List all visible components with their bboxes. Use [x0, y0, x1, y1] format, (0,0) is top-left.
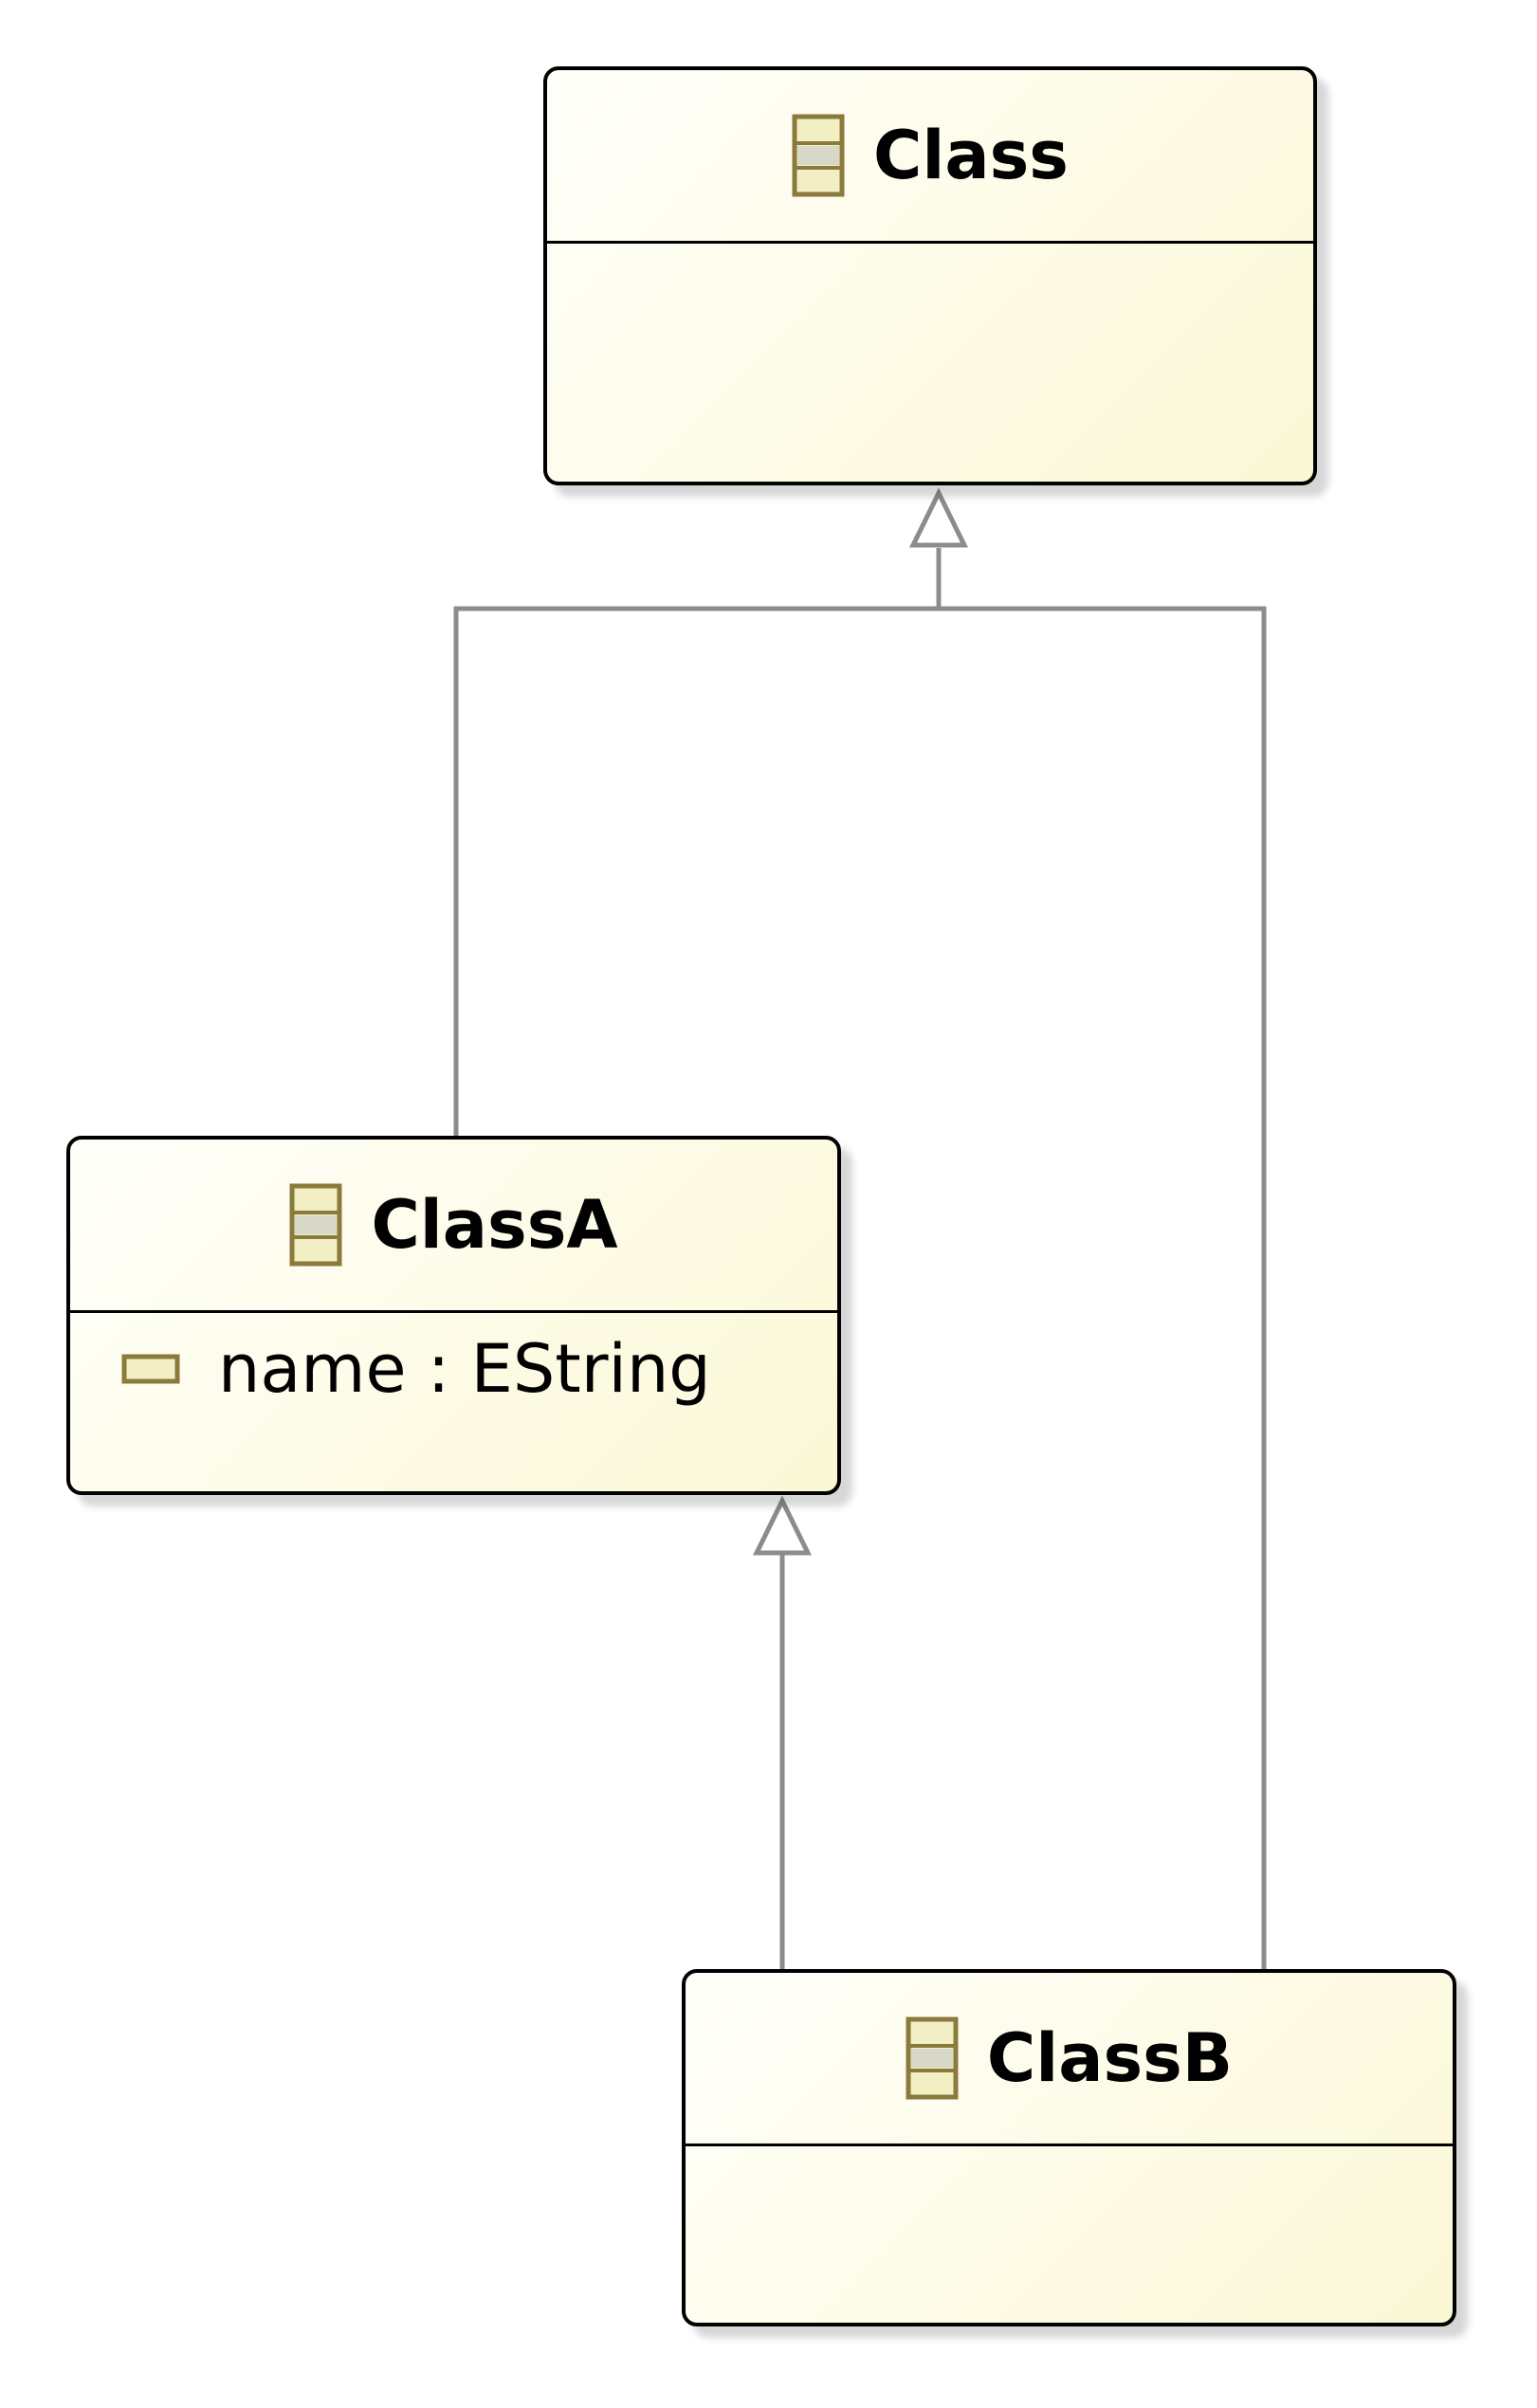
inheritance-arrowhead-class	[908, 487, 969, 548]
attributes-compartment	[547, 244, 1313, 482]
inheritance-arrowhead-classa	[752, 1495, 813, 1556]
eclass-icon	[792, 114, 845, 197]
eattribute-icon	[121, 1354, 180, 1384]
class-node-class[interactable]: Class	[543, 66, 1317, 485]
class-name: ClassA	[371, 1186, 618, 1264]
attributes-compartment: name : EString	[70, 1313, 837, 1491]
attribute-row[interactable]: name : EString	[121, 1330, 711, 1408]
class-header: Class	[547, 70, 1313, 244]
eclass-icon	[906, 2016, 959, 2100]
class-header: ClassA	[70, 1140, 837, 1313]
attributes-compartment	[686, 2146, 1453, 2323]
eclass-icon	[289, 1183, 342, 1267]
class-header: ClassB	[686, 1973, 1453, 2146]
generalization-classb-to-class[interactable]	[939, 606, 1267, 1969]
class-name: ClassB	[986, 2019, 1234, 2097]
generalization-classa-to-class[interactable]	[453, 548, 942, 1136]
class-node-classb[interactable]: ClassB	[682, 1969, 1456, 2326]
class-node-classa[interactable]: ClassA name : EString	[66, 1136, 841, 1495]
attribute-label: name : EString	[218, 1330, 711, 1408]
class-name: Class	[873, 117, 1069, 194]
